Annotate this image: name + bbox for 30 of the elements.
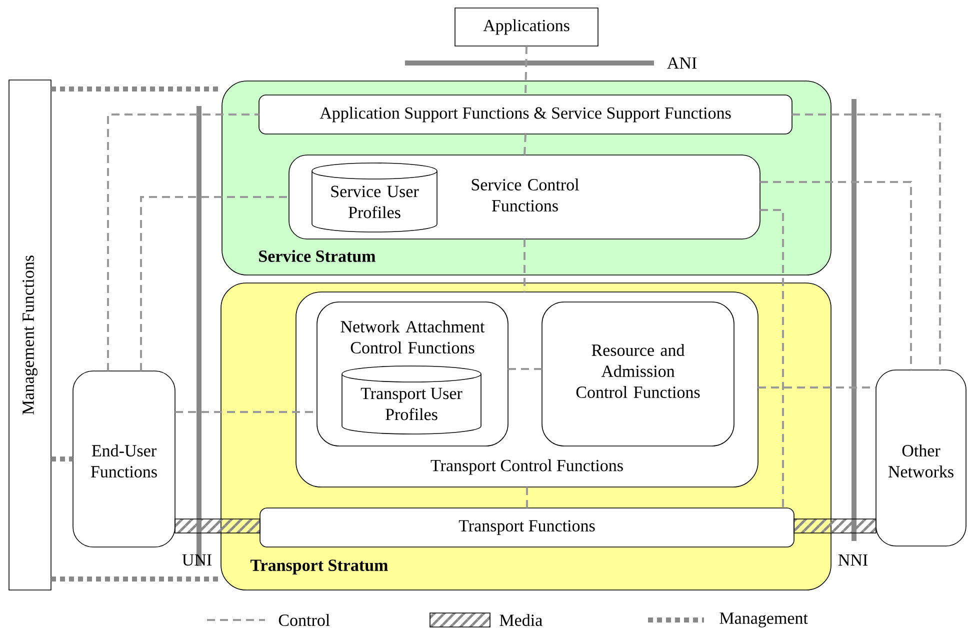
- legend-item: Media: [430, 612, 542, 628]
- interface-label: NNI: [838, 554, 868, 566]
- control-line: [524, 46, 528, 96]
- control-line: [760, 181, 912, 370]
- management-box: Management Functions: [8, 80, 52, 590]
- control-line: [140, 196, 289, 371]
- function-box: End-User Functions: [72, 370, 176, 548]
- control-line: [107, 114, 259, 371]
- management-line: [51, 456, 73, 462]
- legend-item: Control: [207, 614, 330, 626]
- function-box: Transport Functions: [260, 508, 794, 548]
- legend-item: Management: [648, 612, 808, 628]
- interface-label: UNI: [182, 554, 212, 566]
- control-line: [760, 209, 784, 508]
- control-line: [524, 134, 526, 156]
- media-link: [174, 518, 260, 534]
- function-box: Application Support Functions & Service Support Functions: [258, 94, 792, 134]
- interface-label: ANI: [667, 57, 697, 69]
- database-cylinder: Service User Profiles: [312, 162, 438, 232]
- database-cylinder: Transport User Profiles: [342, 366, 482, 434]
- control-line: [792, 114, 942, 370]
- network-box: Other Networks: [876, 370, 966, 546]
- control-line: [524, 239, 526, 292]
- management-line: [51, 576, 221, 582]
- media-link: [794, 518, 876, 534]
- control-line: [508, 368, 542, 370]
- function-box: Resource and Admission Control Functions: [542, 302, 734, 446]
- control-line: [758, 386, 876, 388]
- application-box: Applications: [454, 8, 598, 46]
- control-line: [526, 487, 528, 508]
